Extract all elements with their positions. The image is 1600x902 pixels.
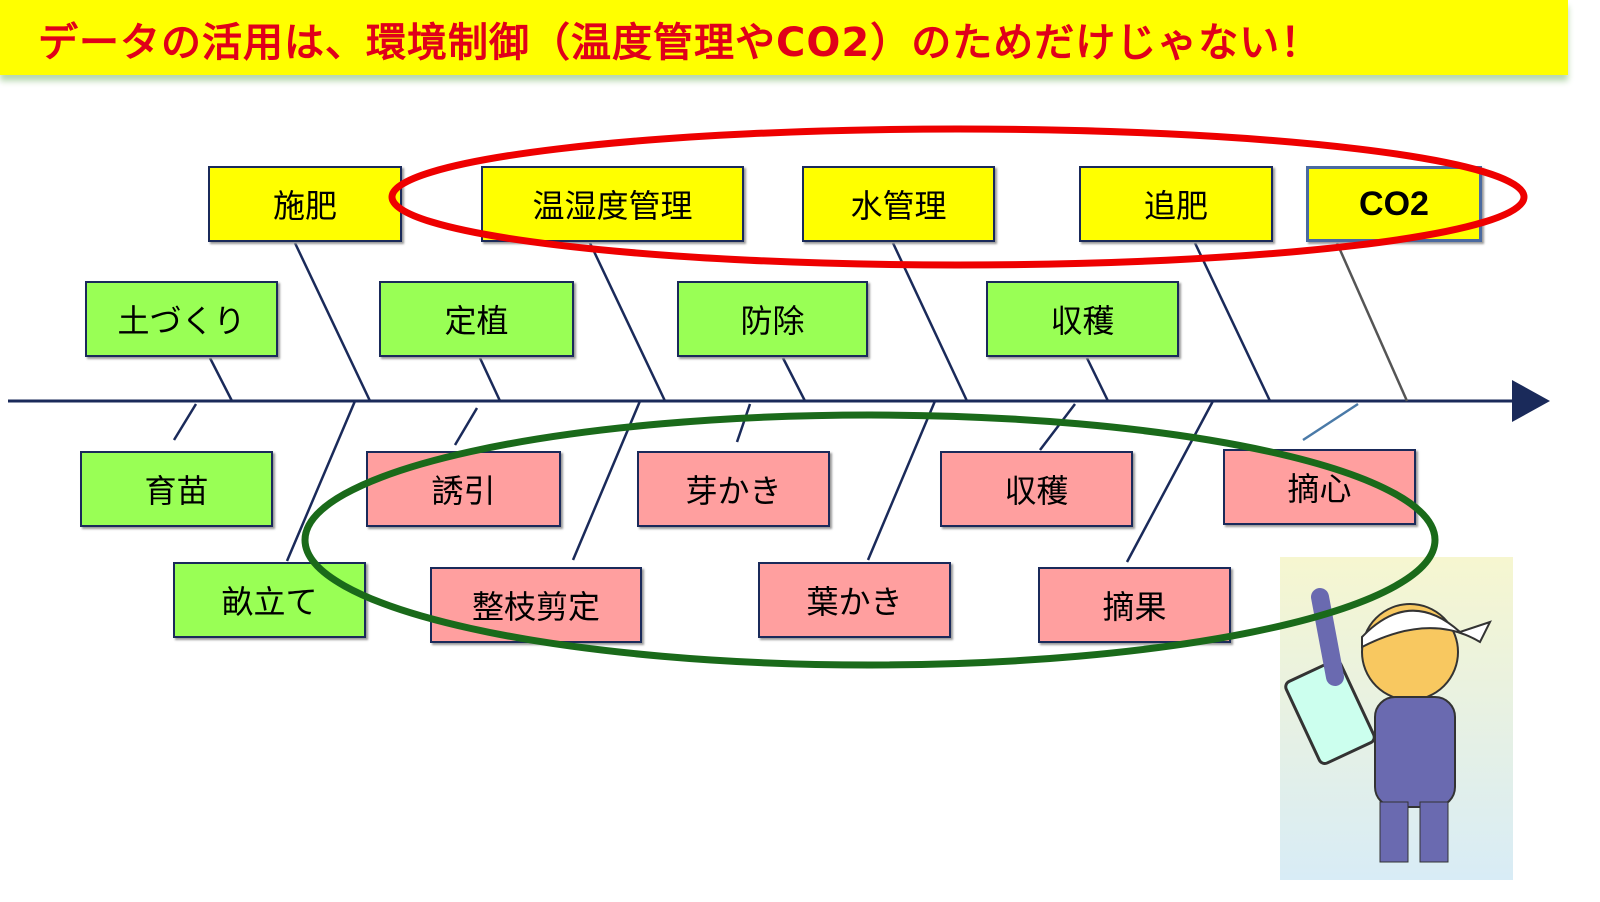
box-pest: 防除 [677,281,868,357]
bone [735,403,752,443]
box-training: 誘引 [366,451,561,527]
bone [172,403,198,441]
bone [1193,242,1272,402]
bone [571,400,642,561]
box-planting: 定植 [379,281,574,357]
box-harvest-top: 収穫 [986,281,1179,357]
box-co2: CO2 [1306,166,1482,242]
title-banner: データの活用は、環境制御（温度管理やCO2）のためだけじゃない！ [0,0,1568,75]
box-leaf-removal: 葉かき [758,562,951,638]
box-temp-humidity: 温湿度管理 [481,166,744,242]
bone [588,242,667,402]
bone [1085,357,1110,402]
bone [285,400,357,562]
bone [208,357,234,402]
bone [891,242,969,402]
bone [1335,242,1409,402]
box-seedling: 育苗 [80,451,273,527]
box-disbudding: 芽かき [637,451,830,527]
title-text: データの活用は、環境制御（温度管理やCO2）のためだけじゃない！ [38,20,1322,66]
farmer-with-tablet-icon [1284,588,1492,863]
box-ridging: 畝立て [173,562,366,638]
box-pinching: 摘心 [1223,449,1416,525]
box-pruning: 整枝剪定 [430,567,642,643]
bone [453,407,479,446]
bone [293,242,372,402]
bone [1039,403,1076,451]
box-water: 水管理 [802,166,995,242]
box-fertilize: 施肥 [208,166,402,242]
box-harvest-bottom: 収穫 [940,451,1133,527]
bone [478,357,502,402]
box-soil: 土づくり [85,281,278,357]
bone [781,357,807,402]
bone [866,400,937,561]
arrowhead [1512,380,1550,422]
bone [1302,402,1359,442]
farmer-illustration [1280,557,1513,880]
box-topdress: 追肥 [1079,166,1273,242]
bone [1125,400,1215,563]
box-fruit-thinning: 摘果 [1038,567,1231,643]
